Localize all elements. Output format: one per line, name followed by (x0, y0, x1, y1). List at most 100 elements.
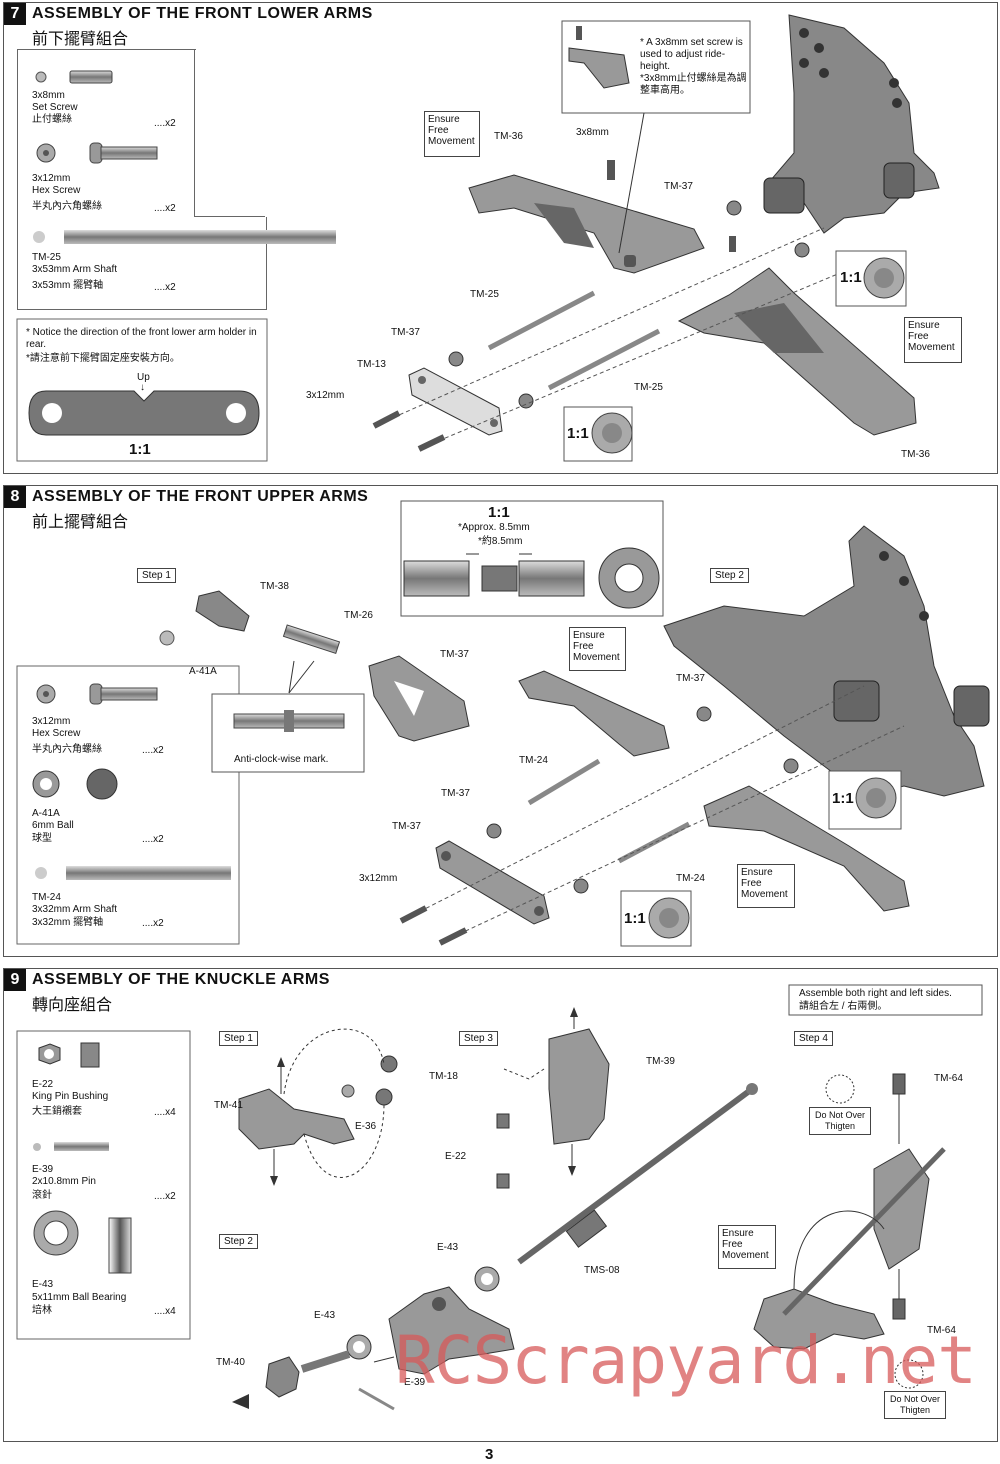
section-subtitle: 轉向座組合 (32, 997, 113, 1014)
label-tms08: TMS-08 (584, 1265, 620, 1276)
label-3x12: 3x12mm (306, 390, 345, 401)
setscrew-note: * A 3x8mm set screw is used to adjust ri… (640, 37, 743, 72)
section-number: 9 (4, 969, 26, 991)
label-e43: E-43 (314, 1310, 336, 1321)
part-zh: 滾針 (32, 1190, 52, 1201)
label-tm37: TM-37 (440, 649, 469, 660)
label-tm24: TM-24 (519, 755, 548, 766)
part-name: E-39 (32, 1164, 54, 1175)
step-label: Step 4 (794, 1031, 833, 1046)
section-title: ASSEMBLY OF THE KNUCKLE ARMS (32, 971, 330, 988)
part-desc: 3x32mm Arm Shaft (32, 904, 118, 915)
label-a41a: A-41A (189, 666, 217, 677)
ratio-label: 1:1 (567, 425, 589, 442)
part-qty: ....x2 (142, 745, 164, 756)
part-zh: 半丸內六角螺絲 (32, 201, 102, 212)
section-title: ASSEMBLY OF THE FRONT LOWER ARMS (32, 5, 373, 22)
label-tm37: TM-37 (664, 181, 693, 192)
step-label: Step 1 (219, 1031, 258, 1046)
label-tm25: TM-25 (470, 289, 499, 300)
notice-text: * Notice the direction of the front lowe… (26, 327, 257, 350)
part-desc: 2x10.8mm Pin (32, 1176, 96, 1187)
label-tm64: TM-64 (927, 1325, 956, 1336)
part-desc: King Pin Bushing (32, 1091, 109, 1102)
ratio-label: 1:1 (624, 910, 646, 927)
detail-ratio: 1:1 (488, 504, 510, 521)
part-qty: ....x2 (154, 203, 176, 214)
label-tm38: TM-38 (260, 581, 289, 592)
part-qty: ....x2 (154, 118, 176, 129)
ensure-free-movement: Ensure Free Movement (737, 864, 795, 908)
label-3x8: 3x8mm (576, 127, 609, 138)
up-label: Up (137, 372, 150, 383)
part-desc: 6mm Ball (32, 820, 74, 831)
notice-text-zh: *請注意前下擺臂固定座安裝方向。 (26, 353, 180, 364)
part-qty: ....x4 (154, 1107, 176, 1118)
part-desc: Hex Screw (32, 728, 81, 739)
label-tm13: TM-13 (357, 359, 386, 370)
label-e43: E-43 (437, 1242, 459, 1253)
label-tm39: TM-39 (646, 1056, 675, 1067)
part-desc: 3x53mm Arm Shaft (32, 264, 118, 275)
part-zh: 球型 (32, 833, 52, 844)
section-number: 7 (4, 3, 26, 25)
part-zh: 止付螺絲 (32, 114, 72, 125)
anti-clockwise-mark: Anti-clock-wise mark. (234, 754, 329, 765)
part-zh: 半丸內六角螺絲 (32, 744, 102, 755)
part-zh: 培林 (32, 1305, 52, 1316)
label-tm37: TM-37 (676, 673, 705, 684)
ratio-label: 1:1 (840, 269, 862, 286)
label-e36: E-36 (355, 1121, 377, 1132)
ensure-free-movement: Ensure Free Movement (718, 1225, 776, 1269)
part-qty: ....x2 (142, 918, 164, 929)
part-name: 3x12mm (32, 173, 71, 184)
upper-arm-illustrations (16, 500, 990, 947)
ensure-free-movement: Ensure Free Movement (569, 627, 626, 671)
label-tm37: TM-37 (392, 821, 421, 832)
label-tm64: TM-64 (934, 1073, 963, 1084)
part-name: 3x12mm (32, 716, 71, 727)
section-number: 8 (4, 486, 26, 508)
label-tm25: TM-25 (634, 382, 663, 393)
part-qty: ....x4 (154, 1306, 176, 1317)
assemble-note-zh: 請組合左 / 右兩側。 (799, 1001, 888, 1012)
part-qty: ....x2 (142, 834, 164, 845)
part-name: E-43 (32, 1279, 54, 1290)
part-qty: ....x2 (154, 282, 176, 293)
label-tm26: TM-26 (344, 610, 373, 621)
detail-approx-zh: *約8.5mm (478, 536, 523, 547)
part-zh: 3x32mm 擺臂軸 (32, 917, 104, 928)
label-tm37: TM-37 (391, 327, 420, 338)
label-e39: E-39 (404, 1377, 426, 1388)
part-name: A-41A (32, 808, 60, 819)
label-tm18: TM-18 (429, 1071, 458, 1082)
part-desc: Set Screw (32, 102, 78, 113)
part-zh: 3x53mm 擺臂軸 (32, 280, 104, 291)
knuckle-illustrations (16, 984, 983, 1411)
do-not-over-tighten: Do Not Over Thigten (884, 1391, 946, 1419)
part-zh: 大王銷襯套 (32, 1106, 82, 1117)
label-tm36: TM-36 (901, 449, 930, 460)
label-tm37: TM-37 (441, 788, 470, 799)
label-tm24: TM-24 (676, 873, 705, 884)
detail-approx: *Approx. 8.5mm (458, 522, 530, 533)
ensure-free-movement: Ensure Free Movement (424, 111, 480, 157)
part-name: TM-24 (32, 892, 61, 903)
setscrew-note-zh: *3x8mm止付螺絲是為調整車高用。 (640, 73, 747, 96)
label-tm40: TM-40 (216, 1357, 245, 1368)
page-number: 3 (485, 1446, 494, 1463)
step-label: Step 1 (137, 568, 176, 583)
part-desc: 5x11mm Ball Bearing (32, 1292, 127, 1303)
label-tm36: TM-36 (494, 131, 523, 142)
part-name: TM-25 (32, 252, 61, 263)
up-arrow-icon: ↓ (140, 382, 145, 393)
step-label: Step 2 (710, 568, 749, 583)
part-desc: Hex Screw (32, 185, 81, 196)
do-not-over-tighten: Do Not Over Thigten (809, 1107, 871, 1135)
label-tm41: TM-41 (214, 1100, 243, 1111)
step-label: Step 3 (459, 1031, 498, 1046)
section-subtitle: 前上擺臂組合 (32, 514, 129, 531)
section-title: ASSEMBLY OF THE FRONT UPPER ARMS (32, 488, 369, 505)
label-e22: E-22 (445, 1151, 467, 1162)
watermark: RCScrapyard.net (395, 1322, 977, 1399)
